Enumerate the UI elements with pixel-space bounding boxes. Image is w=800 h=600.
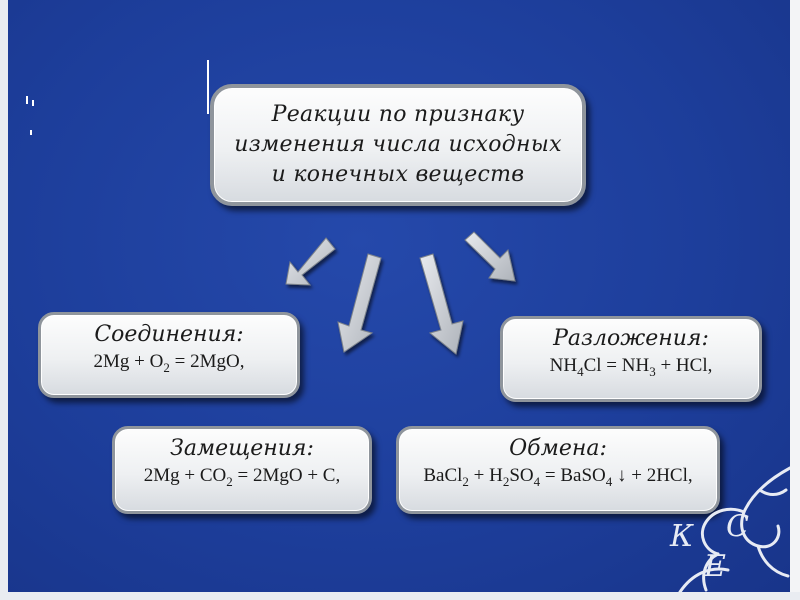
arrow-to-zameshchenie xyxy=(337,253,382,353)
main-title-box: Реакции по признаку изменения числа исхо… xyxy=(210,84,586,206)
ornament-letter-e: Е xyxy=(703,549,726,584)
title-line-3: и конечных веществ xyxy=(271,162,525,187)
zameshchenie-box: Замещения: 2Mg + CO2 = 2MgO + C, xyxy=(112,426,372,514)
ornament-letter-k: К xyxy=(669,519,694,554)
soedinenie-heading: Соединения: xyxy=(94,322,244,347)
obmen-box: Обмена: BaCl2 + H2SO4 = BaSO4 ↓ + 2HCl, xyxy=(396,426,720,514)
slide-frame-right xyxy=(790,0,800,600)
decorative-line xyxy=(207,60,209,114)
title-line-1: Реакции по признаку xyxy=(271,102,525,127)
obmen-heading: Обмена: xyxy=(509,436,607,461)
obmen-equation: BaCl2 + H2SO4 = BaSO4 ↓ + 2HCl, xyxy=(423,465,693,489)
corner-ornament: К С Е xyxy=(669,466,790,592)
arrow-to-soedinenie xyxy=(285,237,336,286)
soedinenie-equation: 2Mg + O2 = 2MgO, xyxy=(93,351,245,375)
razlozhenie-box: Разложения: NH4Cl = NH3 + HCl, xyxy=(500,316,762,402)
zameshchenie-heading: Замещения: xyxy=(170,436,314,461)
arrow-to-razlozhenie xyxy=(464,231,516,282)
soedinenie-box: Соединения: 2Mg + O2 = 2MgO, xyxy=(38,312,300,398)
zameshchenie-equation: 2Mg + CO2 = 2MgO + C, xyxy=(143,465,341,489)
title-line-2: изменения числа исходных xyxy=(234,132,562,157)
arrow-to-obmen xyxy=(419,253,464,355)
slide-frame-left xyxy=(0,0,8,600)
ornament-letter-s: С xyxy=(726,509,749,544)
razlozhenie-equation: NH4Cl = NH3 + HCl, xyxy=(549,355,713,379)
razlozhenie-heading: Разложения: xyxy=(553,326,709,351)
slide-frame-bottom xyxy=(0,592,800,600)
